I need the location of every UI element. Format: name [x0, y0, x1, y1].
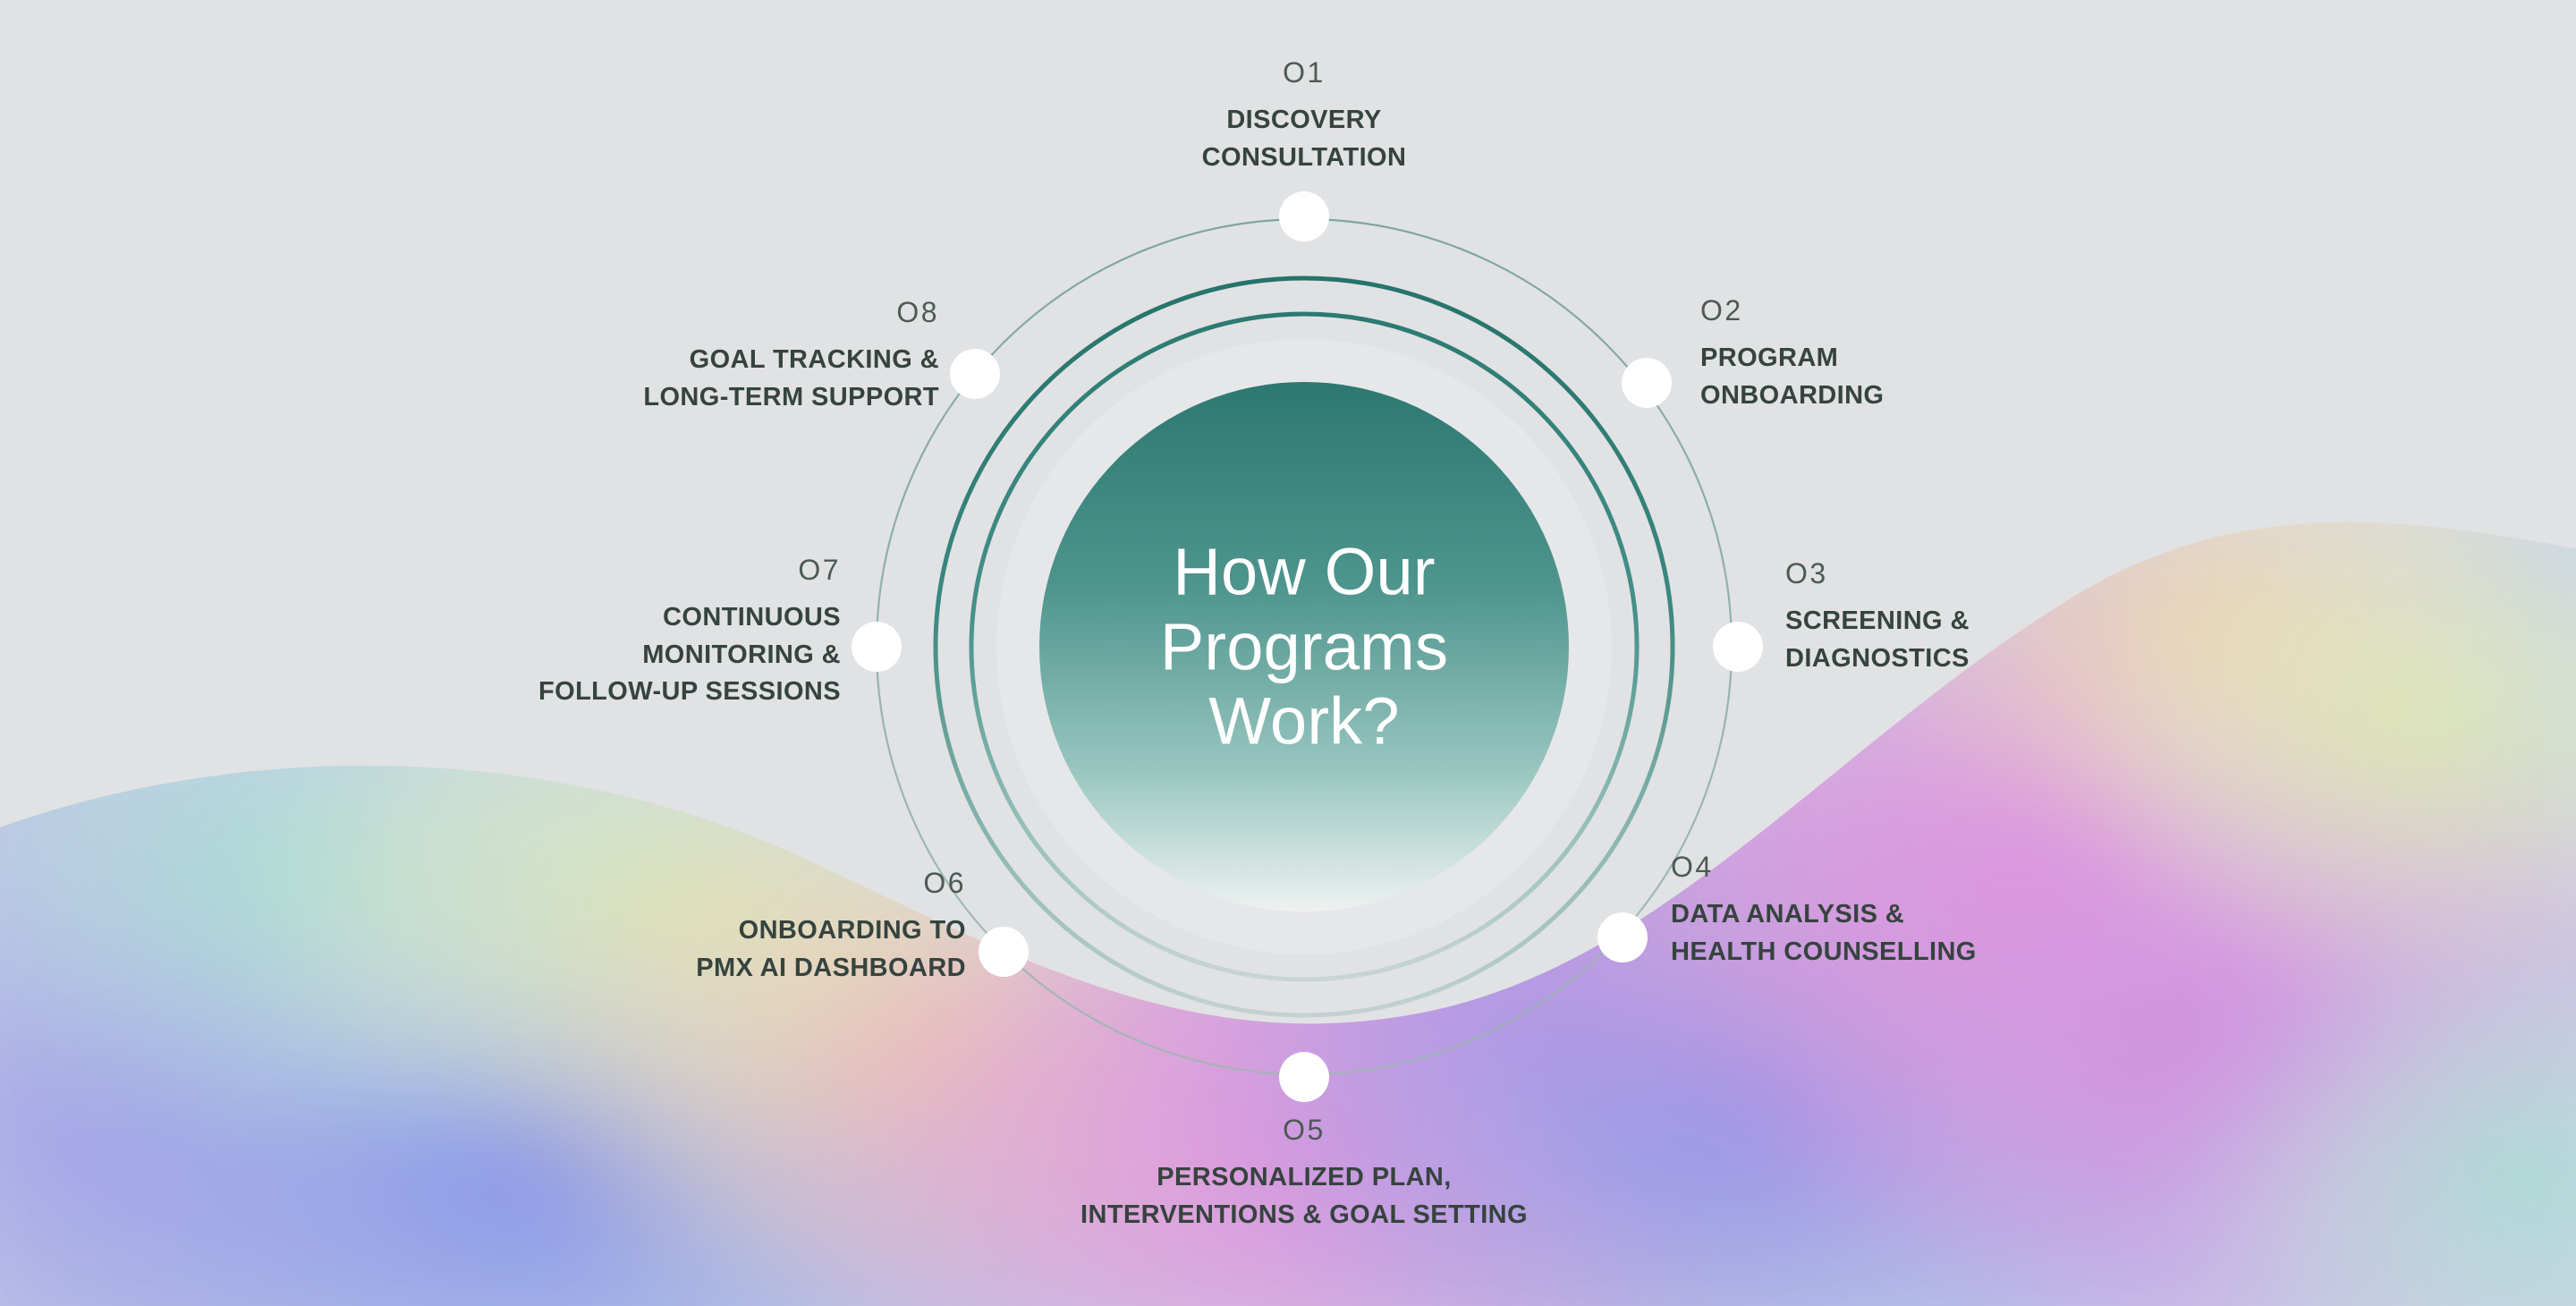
core-circle: [1039, 382, 1569, 912]
step-title-8: GOAL TRACKING & LONG-TERM SUPPORT: [643, 345, 939, 411]
step-dot-1[interactable]: [1279, 191, 1329, 242]
step-number-7: O7: [798, 554, 841, 586]
step-number-2: O2: [1700, 294, 1743, 326]
step-dot-5[interactable]: [1279, 1052, 1329, 1102]
step-label-5[interactable]: O5 PERSONALIZED PLAN, INTERVENTIONS & GO…: [946, 1113, 1662, 1234]
step-number-4: O4: [1671, 851, 1714, 883]
step-number-6: O6: [923, 867, 966, 899]
step-label-6[interactable]: O6 ONBOARDING TO PMX AI DASHBOARD: [501, 866, 966, 987]
step-title-1: DISCOVERY CONSULTATION: [1201, 106, 1407, 172]
teal-arc-inner: [969, 311, 1640, 982]
step-title-2: PROGRAM ONBOARDING: [1700, 343, 1885, 410]
step-dot-3[interactable]: [1713, 622, 1763, 672]
step-dot-6[interactable]: [979, 927, 1029, 977]
step-number-5: O5: [1283, 1114, 1326, 1146]
step-dot-2[interactable]: [1622, 358, 1672, 408]
step-dot-4[interactable]: [1597, 912, 1648, 963]
step-label-7[interactable]: O7 CONTINUOUS MONITORING & FOLLOW-UP SES…: [376, 553, 841, 710]
step-label-2[interactable]: O2 PROGRAM ONBOARDING: [1700, 293, 2165, 414]
step-number-3: O3: [1785, 557, 1828, 589]
step-label-3[interactable]: O3 SCREENING & DIAGNOSTICS: [1785, 556, 2250, 677]
step-title-3: SCREENING & DIAGNOSTICS: [1785, 606, 1970, 673]
step-dot-8[interactable]: [950, 349, 1000, 399]
step-dot-7[interactable]: [852, 622, 902, 672]
step-title-7: CONTINUOUS MONITORING & FOLLOW-UP SESSIO…: [538, 603, 841, 706]
step-title-6: ONBOARDING TO PMX AI DASHBOARD: [696, 916, 966, 982]
step-label-1[interactable]: O1 DISCOVERY CONSULTATION: [1072, 55, 1537, 176]
step-title-4: DATA ANALYSIS & HEALTH COUNSELLING: [1671, 900, 1977, 966]
step-number-1: O1: [1283, 56, 1326, 89]
teal-arc-outer: [933, 276, 1675, 1018]
step-label-4[interactable]: O4 DATA ANALYSIS & HEALTH COUNSELLING: [1671, 850, 2225, 971]
step-number-8: O8: [896, 296, 939, 328]
step-title-5: PERSONALIZED PLAN, INTERVENTIONS & GOAL …: [1080, 1163, 1528, 1229]
step-label-8[interactable]: O8 GOAL TRACKING & LONG-TERM SUPPORT: [474, 295, 939, 416]
